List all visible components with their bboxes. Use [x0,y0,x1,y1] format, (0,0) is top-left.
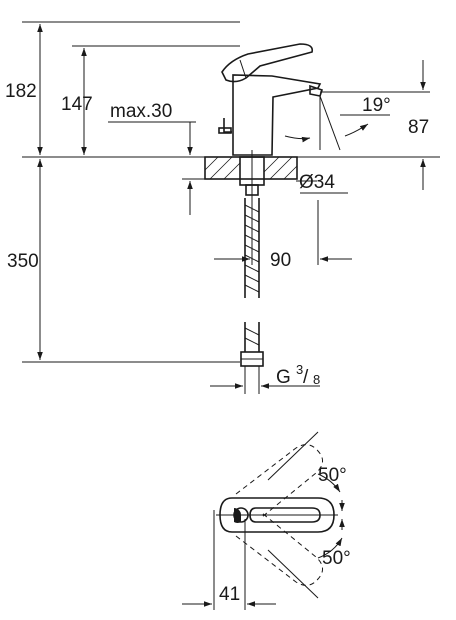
hose-lower [240,322,264,394]
dimension-41: 41 [219,584,240,605]
dimension-147: 147 [61,94,93,115]
dimension-50-degrees-back: 50° [318,465,347,486]
side-elevation [22,21,440,394]
dimension-182: 182 [5,81,37,102]
angle-arc-50-front [317,537,343,559]
dimension-max30: max.30 [110,101,172,122]
dimension-87: 87 [408,117,429,138]
top-view [182,431,345,610]
connection-g-label: G [276,367,291,388]
dimension-19-degrees: 19° [362,95,391,116]
angle-arc-19 [344,123,369,137]
svg-text:/: / [303,367,309,388]
dimension-90: 90 [270,250,291,271]
connection-fraction-numerator: 3 [296,362,303,377]
mounting-assembly [204,150,298,198]
faucet-body [218,43,324,156]
dimension-350: 350 [7,251,39,272]
lever-top [219,497,335,533]
dimension-diameter-34: Ø34 [299,172,335,193]
dimension-50-degrees-front: 50° [322,548,351,569]
connection-fraction-denominator: 8 [313,372,320,387]
angle-arc-50-back [317,473,341,493]
